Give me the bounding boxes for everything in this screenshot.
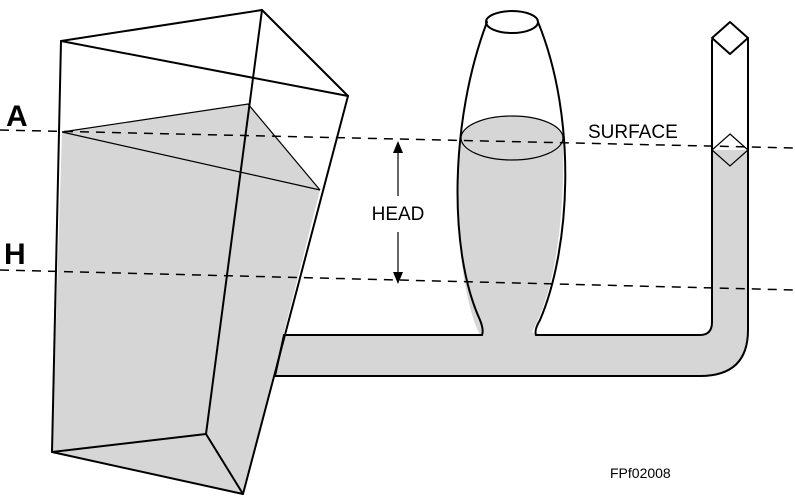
tank-surface-edge-front (61, 103, 321, 191)
connecting-pipe-liquid (275, 150, 748, 376)
middle-vessel (456, 10, 567, 336)
level-a-dashed-line (0, 129, 795, 149)
tube-surface-diamond (711, 133, 749, 167)
tank-bottom-front-edge (51, 433, 244, 495)
tank-top-front-edge (60, 40, 349, 97)
vessel-left-wall (456, 21, 488, 336)
tank-surface-edge-diagonal (61, 131, 321, 191)
connecting-pipe (274, 37, 749, 377)
level-h-label: H (4, 238, 26, 271)
head-label: HEAD (372, 204, 425, 225)
figure-id-label: FPf02008 (610, 465, 671, 481)
narrow-tube (711, 21, 749, 167)
tank-liquid (52, 104, 320, 494)
head-arrow (393, 141, 403, 284)
pipe-top-edge-right (535, 39, 713, 336)
tank-back-edge (205, 9, 263, 435)
level-h-dashed-line (0, 269, 795, 291)
middle-vessel-liquid (457, 138, 564, 335)
tank-front-face (51, 9, 349, 495)
surface-label: SURFACE (588, 122, 678, 143)
pipe-bottom-edge (274, 37, 749, 377)
level-a-label: A (6, 100, 28, 133)
surface-label-backdrop (585, 120, 697, 142)
vessel-right-wall (534, 21, 567, 336)
liquid-fill (52, 104, 748, 494)
pipe-left-end (274, 334, 285, 377)
tube-top-diamond (711, 21, 749, 55)
vessel-top-opening (485, 10, 539, 34)
vessel-surface-outline (460, 115, 564, 161)
tank (51, 9, 349, 495)
middle-vessel-surface (461, 116, 563, 160)
